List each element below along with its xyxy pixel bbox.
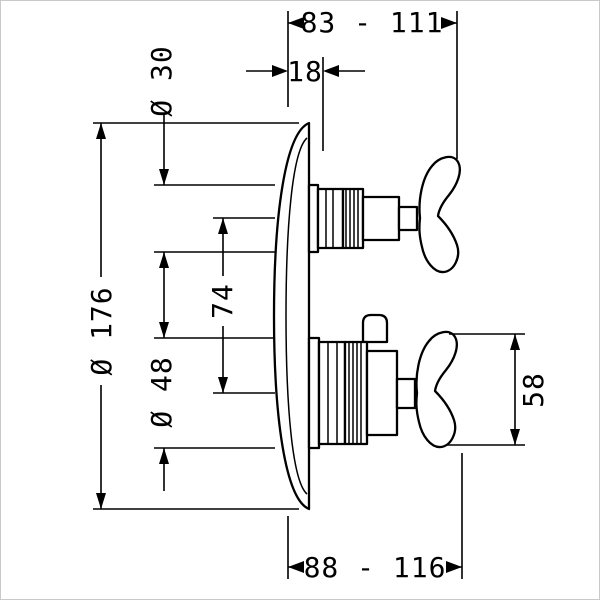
dim-handle-height: 58 — [446, 333, 550, 446]
dim-bottom-span: 88 - 116 — [287, 453, 463, 584]
plate-outline — [272, 121, 311, 511]
dim-label-large-sleeve: Ø 48 — [145, 356, 178, 427]
dim-wall-offset: 18 — [246, 55, 365, 151]
dim-label-bottom-span: 88 - 116 — [304, 551, 447, 584]
diverter-tab — [361, 313, 389, 344]
bottom-handle-stem — [395, 377, 417, 410]
bottom-sleeve-flange — [307, 336, 321, 450]
arrow-up-icon — [96, 123, 106, 139]
bottom-sleeve-grooves — [327, 342, 362, 444]
dim-bottom-span-lines — [287, 453, 463, 579]
dim-label-plate-diameter: Ø 176 — [85, 286, 118, 375]
arrow-down-icon — [96, 493, 106, 509]
dim-top-span-lines — [287, 11, 458, 159]
dim-label-small-sleeve: Ø 30 — [145, 45, 178, 116]
dim-plate-diameter: Ø 176 — [85, 122, 299, 510]
arrow-up-icon — [218, 218, 228, 234]
bottom-sleeve-body — [317, 340, 347, 446]
dim-label-top-span: 83 - 111 — [301, 6, 444, 39]
top-sleeve-body — [316, 187, 345, 250]
dim-handle-height-lines — [446, 333, 525, 446]
plate-face-line — [285, 137, 308, 495]
bottom-cross-handle — [415, 330, 458, 449]
dim-label-handle-height: 58 — [517, 372, 550, 408]
dim-large-sleeve: Ø 48 — [145, 322, 275, 491]
dim-label-wall-offset: 18 — [287, 55, 323, 88]
escutcheon-plate — [272, 121, 311, 511]
arrow-left-icon — [288, 17, 304, 29]
top-sleeve-flange — [307, 183, 320, 254]
arrow-up-icon — [510, 334, 520, 350]
arrow-up-icon — [159, 252, 169, 268]
arrow-up-icon — [159, 448, 169, 464]
arrow-left-icon — [288, 561, 304, 573]
bottom-valve — [307, 313, 458, 450]
arrow-down-icon — [159, 322, 169, 338]
dim-cartridge-spacing: 74 — [206, 217, 275, 394]
dim-wall-offset-lines — [246, 57, 365, 151]
dim-small-sleeve: Ø 30 — [145, 45, 275, 338]
bottom-sleeve-step — [365, 349, 399, 437]
arrow-left-icon — [323, 65, 339, 77]
arrow-down-icon — [218, 377, 228, 393]
arrow-down-icon — [159, 169, 169, 185]
arrow-right-icon — [272, 65, 288, 77]
arrow-right-icon — [446, 561, 462, 573]
dim-plate-diameter-lines — [93, 122, 299, 510]
top-sleeve-step — [361, 195, 401, 242]
top-valve — [307, 155, 461, 274]
top-sleeve-grooves — [325, 189, 359, 248]
arrow-down-icon — [510, 429, 520, 445]
dim-top-span: 83 - 111 — [287, 6, 458, 159]
top-handle-stem — [397, 205, 419, 232]
arrow-right-icon — [441, 17, 457, 29]
dim-label-cartridge-spacing: 74 — [206, 283, 239, 319]
dim-small-sleeve-lines — [154, 113, 275, 338]
dim-cartridge-spacing-lines — [213, 217, 275, 394]
top-cross-handle — [418, 155, 461, 274]
